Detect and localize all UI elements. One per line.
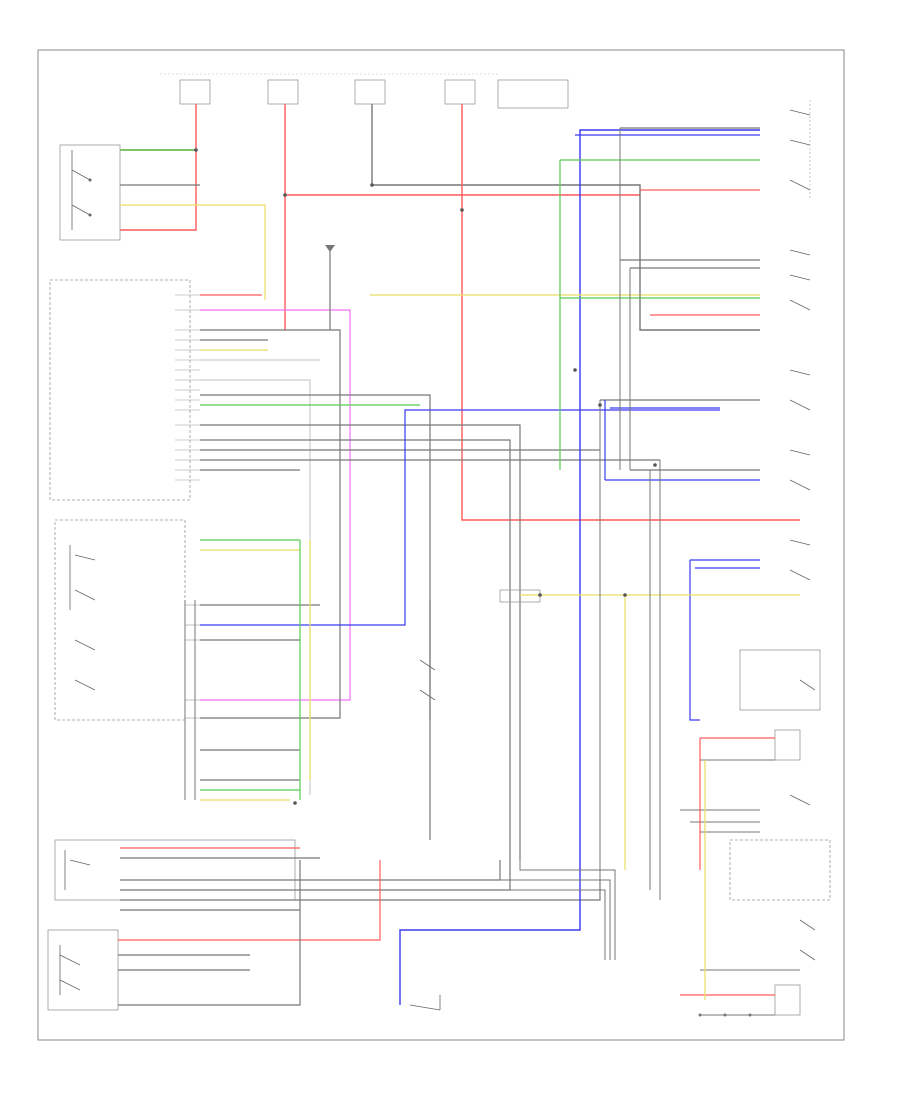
fuse-header <box>160 73 569 109</box>
module-left <box>49 279 200 501</box>
door-lock-right-3 <box>789 369 811 411</box>
module-left-wires <box>200 294 660 860</box>
trunk-switch-wires <box>118 860 381 1006</box>
door-lock-right-4 <box>789 449 811 491</box>
door-lock-right-4-wires <box>605 469 760 481</box>
top-left-switch-wires <box>120 184 266 300</box>
module-right-lower <box>659 794 831 901</box>
center-lock-switch <box>419 600 436 720</box>
relay-lower-left <box>54 839 296 901</box>
right-lower-switch <box>700 919 816 971</box>
center-ground-block <box>325 245 335 330</box>
switch-cluster-wires <box>200 409 720 801</box>
switch-cluster-left <box>54 519 200 800</box>
relay-lower-left-wires <box>120 847 601 911</box>
right-color-buses <box>559 160 706 1000</box>
right-actuator-mid <box>700 729 801 761</box>
door-lock-right-2 <box>789 249 811 311</box>
door-lock-right-2-wires <box>370 259 760 316</box>
door-lock-right-3-wires <box>600 399 760 409</box>
cable-bundle <box>499 860 616 960</box>
trunk-switch <box>47 929 119 1011</box>
splices <box>194 148 657 805</box>
right-buses <box>599 128 661 900</box>
bottom-actuator <box>399 129 760 1011</box>
right-bottom-actuator <box>680 984 801 1017</box>
door-lock-right-1-wires <box>560 127 760 191</box>
right-relay-block <box>739 649 821 711</box>
door-lock-right-1 <box>789 100 811 200</box>
switch-top-left <box>59 144 121 241</box>
feed-wires <box>120 104 800 521</box>
right-mid-switch <box>789 539 811 581</box>
diagram-frame <box>37 49 845 1041</box>
